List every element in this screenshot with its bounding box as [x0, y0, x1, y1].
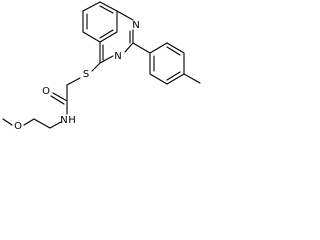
atom-h-amide: H	[68, 115, 76, 126]
atom-n-amide: N	[60, 115, 67, 126]
atom-o-ether: O	[14, 121, 22, 132]
molecule-diagram: N N S O N H O	[0, 0, 205, 136]
atom-labels: N N S O N H O	[14, 20, 140, 132]
tolyl-group	[132, 42, 201, 85]
structure-svg: N N S O N H O	[2, 1, 201, 132]
atom-n-top: N	[132, 20, 139, 31]
atom-n-bottom: N	[114, 51, 121, 62]
side-chain	[2, 62, 101, 129]
atom-s: S	[83, 69, 89, 80]
pyrimidine-ring	[99, 10, 134, 64]
atom-o-carbonyl: O	[42, 86, 50, 97]
benzo-ring	[82, 1, 118, 43]
